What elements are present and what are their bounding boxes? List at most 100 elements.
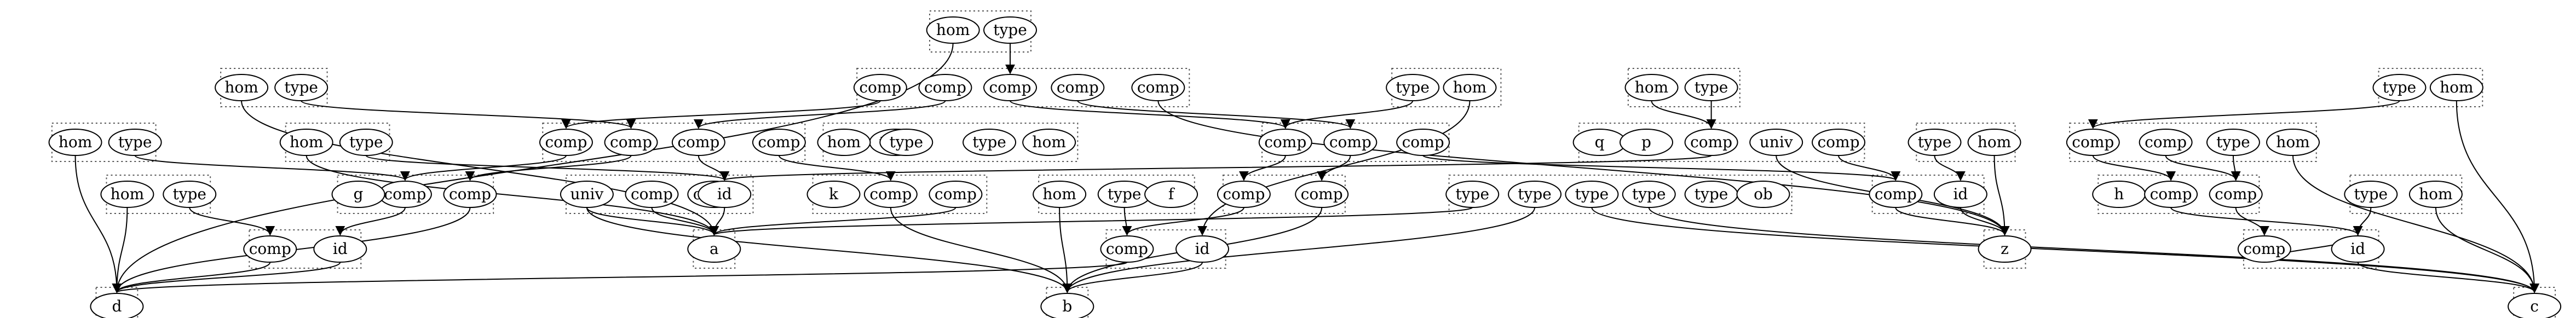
graph-node-type: type [2372, 74, 2427, 101]
graph-node-hom: hom [2408, 181, 2463, 208]
graph-node-k: k [806, 181, 861, 208]
graph-node-type: type [1622, 181, 1676, 208]
node-ellipse [1033, 181, 1087, 208]
node-ellipse [1258, 129, 1312, 156]
node-label: comp [1137, 78, 1179, 96]
cluster-box [856, 68, 1190, 107]
node-label: type [1108, 185, 1142, 203]
node-label: comp [989, 78, 1031, 96]
node-label: comp [1223, 185, 1265, 203]
edge-arrow [709, 207, 956, 236]
edge-arrow [586, 207, 1073, 293]
node-label: hom [1042, 185, 1076, 203]
node-label: d [112, 297, 122, 315]
node-label: comp [2072, 133, 2114, 151]
node-label: comp [859, 78, 901, 96]
graph-node-type: type [1097, 181, 1151, 208]
node-label: f [1168, 185, 1175, 203]
node-ellipse [1217, 181, 1271, 208]
graph-node-hom: hom [100, 181, 154, 208]
node-label: type [2354, 185, 2388, 203]
graph-node-hom: hom [2266, 129, 2320, 156]
edge-arrow [1010, 100, 1290, 129]
node-label: type [1455, 185, 1489, 203]
node-ellipse [2508, 293, 2562, 318]
node-label: comp [249, 240, 291, 258]
node-ellipse [2408, 181, 2463, 208]
node-ellipse [604, 129, 658, 156]
graph-node-type: type [1907, 129, 1962, 156]
node-ellipse [1978, 235, 2032, 263]
edge-arrow [778, 155, 896, 181]
node-ellipse [671, 129, 725, 156]
node-ellipse [2266, 129, 2320, 156]
node-ellipse [1812, 129, 1866, 156]
node-label: comp [631, 185, 673, 203]
graph-node-comp: comp [1869, 181, 1923, 208]
graph-node-hom: hom [1624, 74, 1679, 101]
graph-node-univ: univ [560, 181, 614, 208]
edge-arrow [1280, 100, 1414, 129]
node-ellipse [1445, 181, 1500, 208]
graph-node-id: id [2331, 235, 2385, 263]
node-ellipse [983, 74, 1038, 101]
graph-node-p: p [1620, 129, 1674, 156]
node-label: ob [1754, 185, 1773, 203]
node-label: type [1918, 133, 1952, 151]
cluster-box [1448, 175, 1793, 214]
node-ellipse [108, 129, 162, 156]
node-label: id [2350, 240, 2365, 258]
graph-node-hom: hom [1022, 129, 1076, 156]
node-ellipse [1175, 235, 1229, 263]
edge-arrow [1077, 100, 1356, 129]
node-ellipse [1622, 181, 1676, 208]
graph-node-g: g [331, 181, 385, 208]
node-label: k [829, 185, 839, 203]
graph-node-type: type [983, 16, 1038, 44]
graph-node-id: id [1933, 181, 1987, 208]
graph-node-comp: comp [2066, 129, 2120, 156]
graph-node-b: b [1040, 293, 1094, 318]
node-label: comp [677, 133, 719, 151]
node-ellipse [1051, 74, 1105, 101]
node-ellipse [1907, 129, 1962, 156]
edge-arrow [2165, 155, 2241, 181]
edge-arrow [1993, 155, 2010, 236]
node-ellipse [929, 181, 983, 208]
graph-node-comp: comp [443, 181, 497, 208]
node-label: hom [936, 21, 970, 39]
graph-node-comp: comp [1812, 129, 1866, 156]
node-ellipse [1620, 129, 1674, 156]
node-label: type [2216, 133, 2250, 151]
graph-node-d: d [90, 293, 144, 318]
edge-arrow [2357, 262, 2539, 293]
graph-node-type: type [1684, 74, 1738, 101]
edge-arrow [2170, 207, 2363, 236]
node-label: type [1632, 185, 1666, 203]
edge-arrow [1895, 207, 2010, 236]
edge-arrow [1122, 207, 1132, 236]
graph-node-type: type [2344, 181, 2398, 208]
node-ellipse [48, 129, 102, 156]
node-label: hom [1635, 78, 1668, 96]
node-ellipse [539, 129, 593, 156]
graph-node-h: h [2092, 181, 2146, 208]
node-ellipse [1040, 293, 1094, 318]
node-ellipse [1933, 181, 1987, 208]
graph-node-id: id [313, 235, 367, 263]
graph-node-comp: comp [2237, 235, 2291, 263]
node-label: comp [2150, 185, 2192, 203]
node-label: type [1575, 185, 1609, 203]
node-label: z [2001, 240, 2009, 258]
graph-node-ob: ob [1736, 181, 1790, 208]
graph-node-comp: comp [539, 129, 593, 156]
node-ellipse [983, 16, 1038, 44]
node-label: comp [758, 133, 800, 151]
node-ellipse [918, 74, 972, 101]
graph-node-hom: hom [48, 129, 102, 156]
node-ellipse [625, 181, 679, 208]
node-label: hom [1978, 133, 2011, 151]
node-label: type [2383, 78, 2417, 96]
node-ellipse [1323, 129, 1378, 156]
